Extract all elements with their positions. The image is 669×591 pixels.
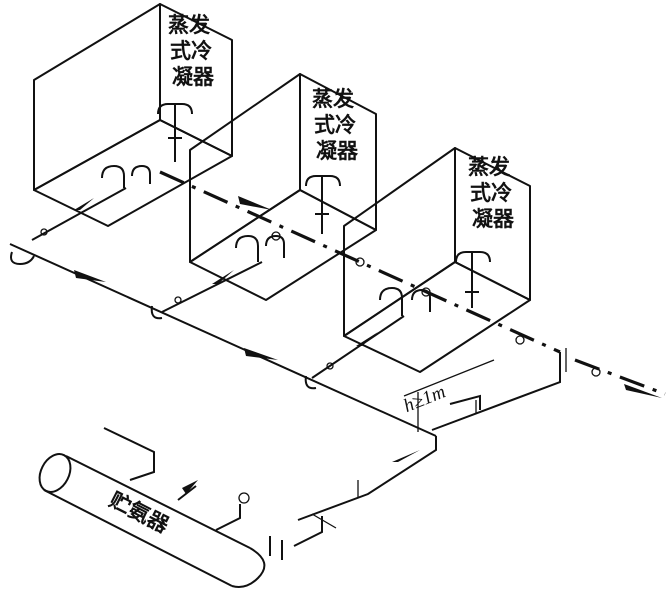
flow-arrow-gas-1 <box>238 196 272 210</box>
condenser-2-label-line-2: 式冷 <box>314 112 356 137</box>
equalizer-line <box>297 352 561 521</box>
condenser-2: 蒸发 式冷 凝器 <box>189 73 377 301</box>
condenser-2-label-line-3: 凝器 <box>316 138 359 163</box>
condenser-3: 蒸发 式冷 凝器 <box>343 147 531 373</box>
condenser-1: 蒸发 式冷 凝器 <box>33 3 233 227</box>
ammonia-receiver: 贮氨器 <box>38 427 337 588</box>
condenser-3-label-line-3: 凝器 <box>472 206 515 231</box>
condenser-3-label-line-2: 式冷 <box>470 180 512 205</box>
receiver-label: 贮氨器 <box>105 486 174 538</box>
hot-gas-header <box>159 170 666 398</box>
condenser-1-label-line-3: 凝器 <box>172 64 215 89</box>
condenser-3-label-line-1: 蒸发 <box>468 154 511 179</box>
flow-arrow-gas-2 <box>624 384 662 398</box>
condenser-1-label-line-1: 蒸发 <box>168 12 211 37</box>
dimension-label: h≥1m <box>401 381 449 417</box>
liquid-drain-header <box>9 187 437 437</box>
condenser-2-label-line-1: 蒸发 <box>312 86 355 111</box>
condenser-1-label-line-2: 式冷 <box>170 38 212 63</box>
flow-arrow-liquid-2 <box>244 348 278 360</box>
flow-arrow-liquid-1 <box>74 270 106 282</box>
